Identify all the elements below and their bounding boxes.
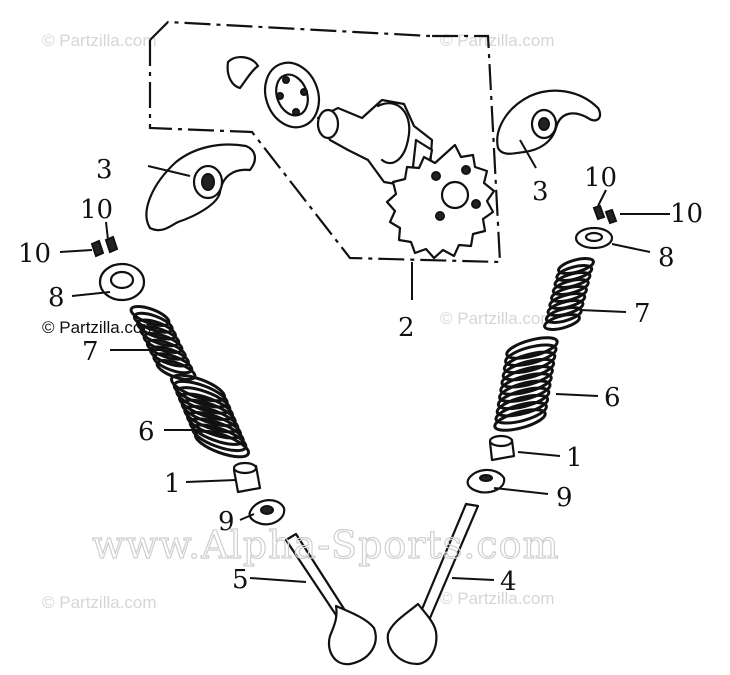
spring-coil — [504, 343, 558, 367]
spring-seat-right — [466, 468, 506, 494]
spring-coil — [495, 393, 550, 418]
callout-6-left: 6 — [138, 417, 155, 447]
valve-collets-left — [90, 235, 119, 258]
leader-lines — [59, 139, 670, 583]
outer-valve-spring-left — [170, 373, 250, 459]
callout-8-right: 8 — [658, 243, 675, 273]
spring-coil — [194, 429, 250, 459]
spring-coil — [500, 365, 554, 389]
partzilla-watermark-bottom-left: © Partzilla.com — [42, 593, 157, 612]
callout-6-right: 6 — [604, 383, 621, 413]
callout-8-left: 8 — [48, 283, 65, 313]
spring-coil — [498, 379, 552, 403]
spring-coil — [505, 336, 559, 360]
callout-1-left: 1 — [164, 469, 181, 499]
camshaft-bearing — [226, 56, 321, 129]
callout-2: 2 — [398, 313, 415, 343]
callout-1-right: 1 — [566, 443, 583, 473]
callout-10-left-upper: 10 — [80, 195, 113, 225]
rocker-arm-right — [496, 89, 602, 155]
callout-7-right: 7 — [634, 299, 651, 329]
partzilla-watermark-top-right: © Partzilla.com — [440, 31, 555, 50]
callout-9-right: 9 — [556, 483, 573, 513]
callout-4: 4 — [500, 567, 517, 597]
callout-7-left: 7 — [82, 337, 99, 367]
spring-coil — [496, 386, 551, 411]
rocker-arm-left — [145, 143, 256, 232]
partzilla-watermark-top-left: © Partzilla.com — [42, 31, 157, 50]
spring-coil — [494, 401, 548, 425]
callout-10-right-lower: 10 — [670, 199, 703, 229]
spring-retainer-right — [574, 226, 614, 250]
inner-valve-spring-left — [129, 305, 197, 381]
partzilla-watermark-middle-right: © Partzilla.com — [440, 309, 555, 328]
spring-seat-left — [248, 499, 286, 526]
valve-collets-right — [592, 204, 618, 225]
callout-5: 5 — [232, 565, 249, 595]
spring-coil — [493, 408, 547, 432]
spring-coil — [502, 350, 557, 375]
intake-valve-right — [386, 502, 480, 666]
callout-9-left: 9 — [218, 507, 235, 537]
spring-coil — [499, 372, 553, 396]
callout-3-right: 3 — [532, 177, 549, 207]
spring-retainer-left — [98, 262, 146, 302]
partzilla-watermark-overlay: © Partzilla.com — [42, 318, 157, 337]
exhaust-valve-left — [284, 532, 377, 666]
callout-3-left: 3 — [96, 155, 113, 185]
stem-seal-left — [232, 461, 262, 494]
callout-10-right-upper: 10 — [584, 163, 617, 193]
callout-labels: 3 3 2 10 10 10 10 8 8 7 7 6 6 1 1 9 9 5 … — [18, 155, 703, 597]
camshaft-with-sprocket — [316, 98, 496, 260]
spring-coil — [501, 357, 556, 382]
callout-10-left-lower: 10 — [18, 239, 51, 269]
inner-valve-spring-right — [543, 257, 595, 331]
partzilla-watermark-bottom-right: © Partzilla.com — [440, 589, 555, 608]
spring-coil — [543, 313, 581, 331]
outer-valve-spring-right — [493, 336, 559, 432]
stem-seal-right — [488, 434, 516, 462]
camshaft-group-frame — [148, 20, 502, 264]
alpha-sports-watermark: www.Alpha-Sports.com — [92, 523, 559, 567]
